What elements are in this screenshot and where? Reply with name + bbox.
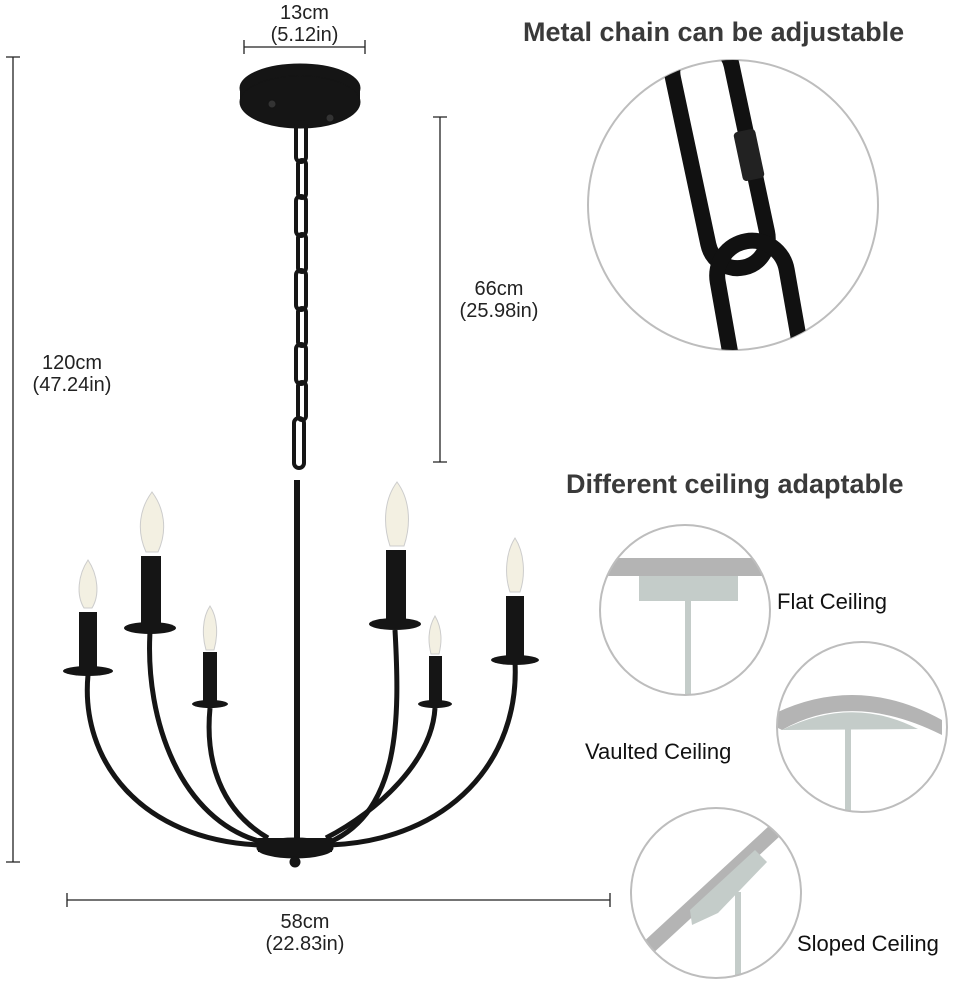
chain — [292, 120, 308, 470]
canopy-width-in: (5.12in) — [270, 24, 339, 46]
chandelier — [63, 63, 539, 868]
dimension-lines — [6, 40, 611, 907]
canopy-width-label: 13cm (5.12in) — [244, 2, 365, 46]
vaulted-ceiling-label: Vaulted Ceiling — [585, 739, 732, 764]
flat-ceiling-label: Flat Ceiling — [777, 589, 888, 614]
sloped-ceiling-label: Sloped Ceiling — [797, 931, 939, 956]
ceiling-flat-icon — [599, 524, 771, 696]
width-in: (22.83in) — [265, 933, 345, 955]
ceiling-heading: Different ceiling adaptable — [566, 469, 904, 499]
width-cm: 58cm — [280, 911, 330, 933]
total-height-label: 120cm (47.24in) — [14, 352, 130, 396]
ceiling-vaulted-icon — [776, 641, 948, 813]
chain-length-label: 66cm (25.98in) — [444, 278, 554, 322]
total-height-in: (47.24in) — [32, 374, 112, 396]
chain-closeup — [587, 59, 879, 351]
chain-length-cm: 66cm — [474, 278, 524, 300]
chain-length-in: (25.98in) — [459, 300, 539, 322]
ceiling-sloped-icon — [630, 807, 802, 979]
total-height-cm: 120cm — [41, 352, 103, 374]
canopy-width-cm: 13cm — [280, 2, 329, 24]
chain-heading: Metal chain can be adjustable — [523, 17, 905, 47]
width-label: 58cm (22.83in) — [250, 911, 360, 955]
bulbs — [78, 481, 524, 655]
